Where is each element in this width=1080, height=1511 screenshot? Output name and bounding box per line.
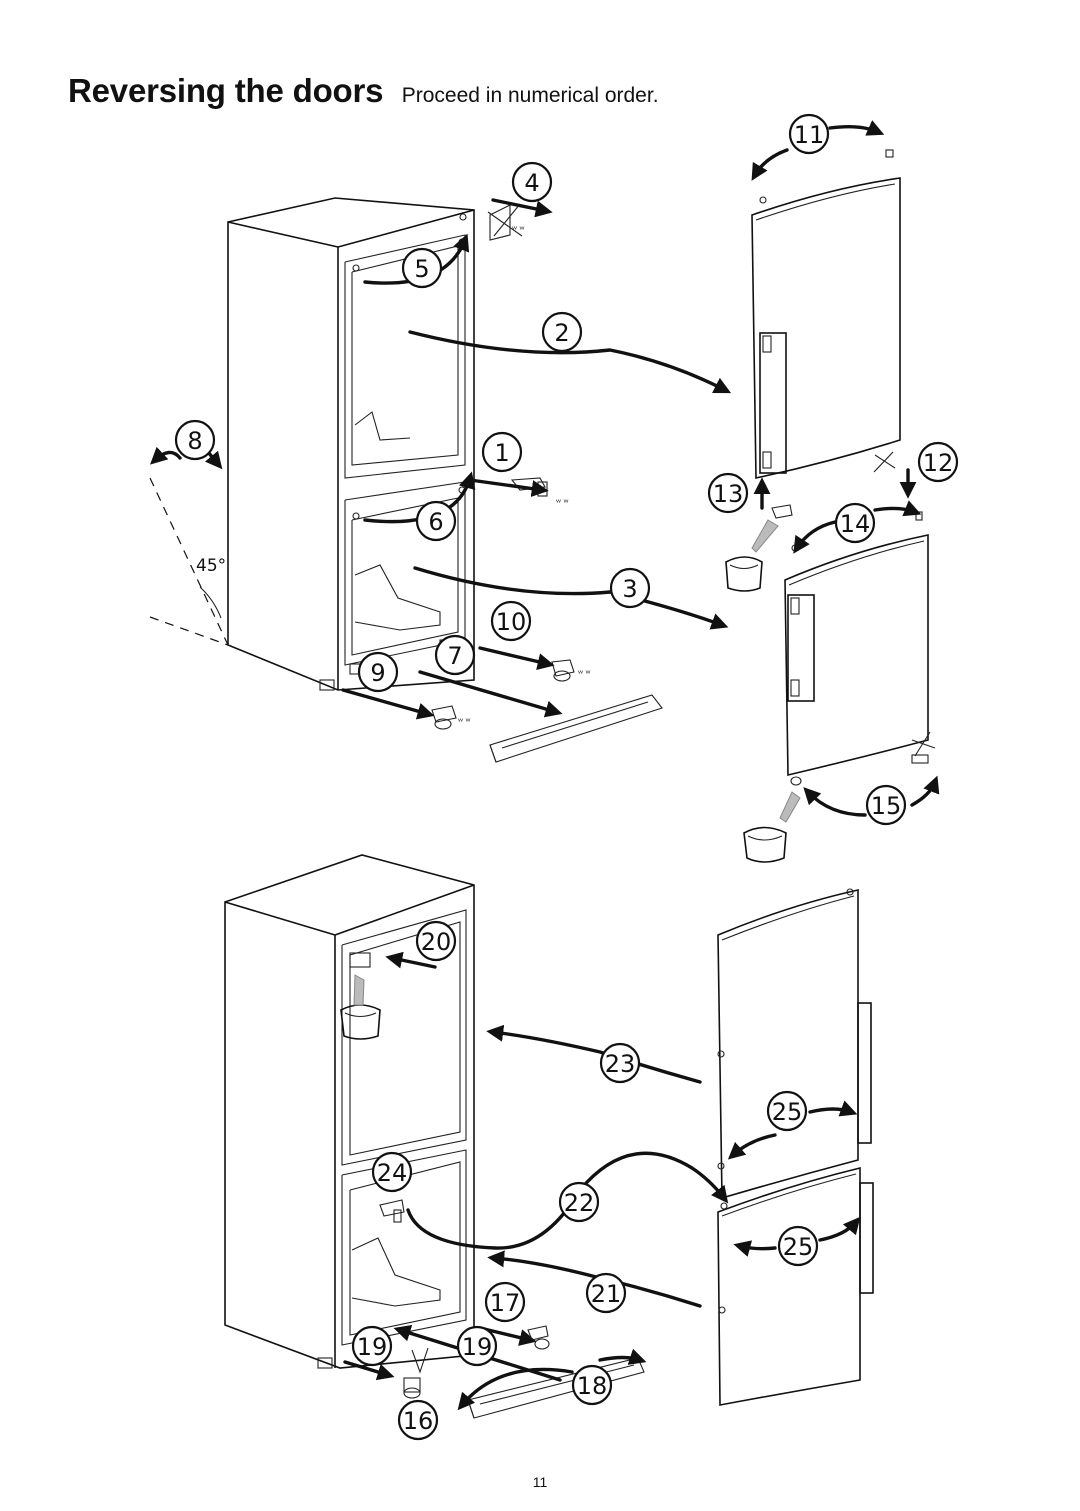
svg-text:11: 11 [794, 121, 825, 149]
svg-text:9: 9 [370, 659, 385, 687]
step-marker-19b: 19 [456, 1325, 498, 1367]
svg-text:15: 15 [871, 792, 902, 820]
svg-text:4: 4 [524, 169, 539, 197]
step-marker-25b: 25 [777, 1225, 819, 1267]
fridge-door-lower-top [784, 511, 929, 777]
svg-text:1: 1 [494, 439, 509, 467]
fridge-door-lower-bottom [717, 1166, 874, 1406]
spare-parts-bags-top [725, 451, 936, 863]
svg-text:25: 25 [772, 1098, 803, 1126]
tilt-angle-indicator: 45° [149, 477, 229, 646]
svg-text:2: 2 [554, 319, 569, 347]
step-marker-18: 18 [571, 1364, 613, 1406]
step-marker-23: 23 [599, 1042, 641, 1084]
svg-text:12: 12 [923, 449, 954, 477]
step-marker-10: 10 [490, 600, 532, 642]
svg-text:7: 7 [447, 642, 462, 670]
svg-text:ᵂ ᵂ: ᵂ ᵂ [512, 225, 525, 234]
step-marker-14: 14 [834, 502, 876, 544]
svg-text:5: 5 [414, 255, 429, 283]
step-marker-21: 21 [585, 1272, 627, 1314]
step-number-markers: 1 2 3 4 5 6 7 8 9 10 11 12 13 14 15 16 1… [174, 113, 959, 1441]
step-marker-16: 16 [397, 1399, 439, 1441]
step-marker-1: 1 [481, 431, 523, 473]
svg-text:17: 17 [490, 1289, 521, 1317]
page-number: 11 [532, 1474, 548, 1490]
step-marker-24: 24 [371, 1151, 413, 1193]
page-title: Reversing the doors Proceed in numerical… [68, 72, 659, 110]
step-marker-4: 4 [511, 161, 553, 203]
svg-text:18: 18 [577, 1372, 608, 1400]
svg-text:24: 24 [377, 1159, 408, 1187]
svg-text:ᵂ ᵂ: ᵂ ᵂ [556, 498, 569, 507]
fridge-door-upper-bottom [717, 888, 872, 1200]
step-marker-17: 17 [484, 1281, 526, 1323]
svg-text:10: 10 [496, 608, 527, 636]
angle-label: 45° [196, 556, 226, 576]
svg-text:13: 13 [713, 480, 744, 508]
step-marker-2: 2 [541, 311, 583, 353]
svg-text:19: 19 [357, 1333, 388, 1361]
svg-text:22: 22 [564, 1189, 595, 1217]
fridge-door-upper-top [751, 149, 901, 479]
step-marker-25a: 25 [766, 1090, 808, 1132]
svg-text:ᵂ ᵂ: ᵂ ᵂ [578, 669, 591, 678]
step-marker-15: 15 [865, 784, 907, 826]
svg-text:6: 6 [428, 508, 443, 536]
movement-arrows [150, 120, 940, 1411]
step-marker-9: 9 [357, 651, 399, 693]
step-marker-12: 12 [917, 441, 959, 483]
step-marker-8: 8 [174, 419, 216, 461]
step-marker-19a: 19 [351, 1325, 393, 1367]
svg-text:25: 25 [783, 1233, 814, 1261]
svg-text:16: 16 [403, 1407, 434, 1435]
svg-text:21: 21 [591, 1280, 622, 1308]
step-marker-22: 22 [558, 1181, 600, 1223]
svg-text:3: 3 [622, 575, 637, 603]
step-marker-3: 3 [609, 567, 651, 609]
svg-text:14: 14 [840, 510, 871, 538]
svg-text:19: 19 [462, 1333, 493, 1361]
step-marker-20: 20 [415, 920, 457, 962]
svg-text:ᵂ ᵂ: ᵂ ᵂ [458, 717, 471, 726]
title-heading: Reversing the doors [68, 72, 384, 109]
title-subheading: Proceed in numerical order. [401, 84, 659, 107]
step-marker-11: 11 [788, 113, 830, 155]
svg-text:8: 8 [187, 427, 202, 455]
svg-text:23: 23 [605, 1050, 636, 1078]
step-marker-7: 7 [434, 634, 476, 676]
hinge-parts-top: ᵂ ᵂ ᵂ ᵂ ᵂ ᵂ ᵂ ᵂ [431, 203, 663, 763]
svg-text:20: 20 [421, 928, 452, 956]
step-marker-5: 5 [401, 247, 443, 289]
step-marker-13: 13 [707, 472, 749, 514]
step-marker-6: 6 [415, 500, 457, 542]
